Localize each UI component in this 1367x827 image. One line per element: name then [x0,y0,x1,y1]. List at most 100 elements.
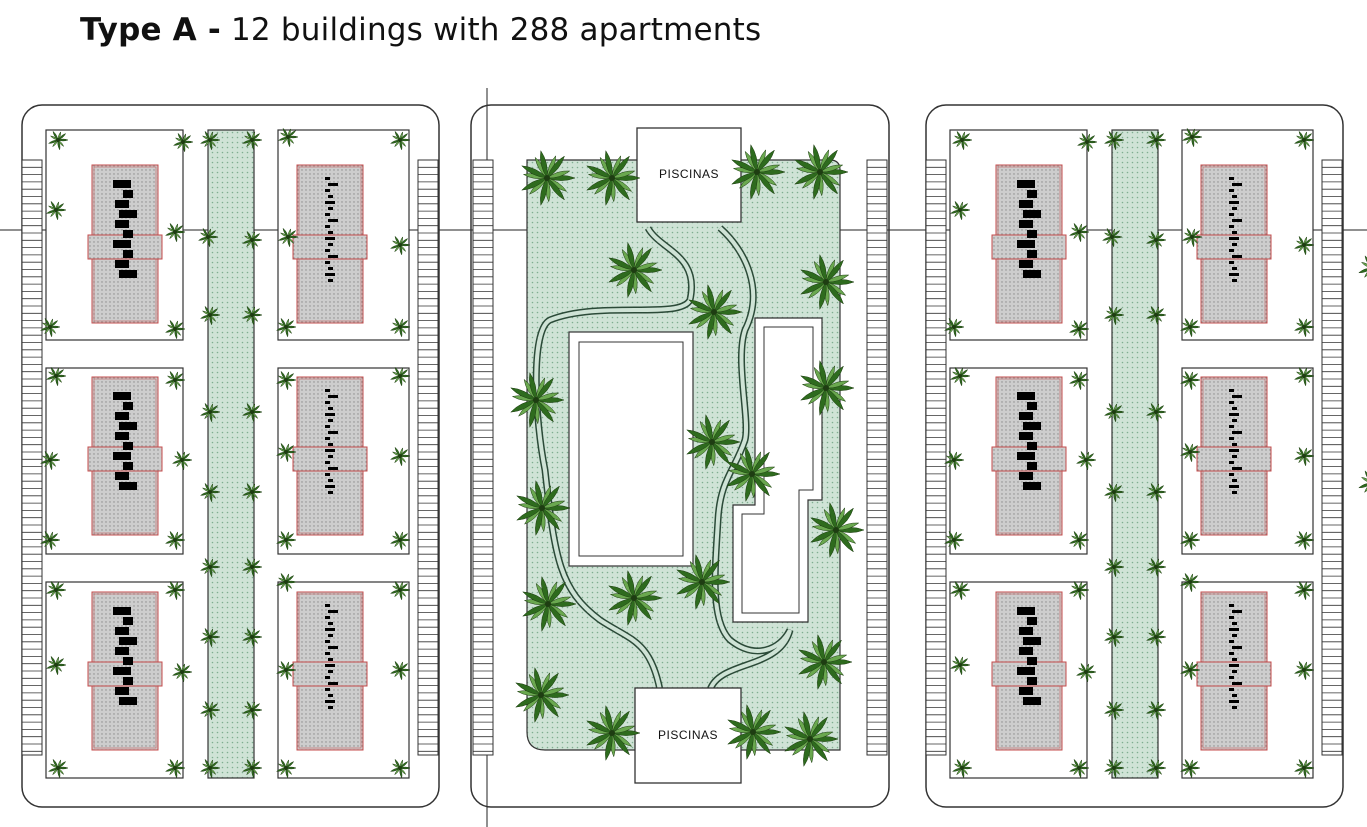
palm-tree-icon [241,482,263,503]
palm-tree-icon [608,242,663,298]
palm-tree-icon [389,530,411,551]
palm-tree-icon [1145,230,1167,251]
parking-strip [472,159,494,756]
palm-tree-icon [1103,627,1125,648]
palm-tree-icon [1293,235,1315,256]
palm-tree-icon [1103,305,1125,326]
palm-tree-icon [389,317,411,338]
palm-tree-icon [1145,482,1167,503]
palm-tree-icon [1068,319,1090,340]
palm-tree-icon [608,570,663,626]
palm-tree-icon [522,576,577,632]
palm-tree-icon [389,130,411,151]
apartment-building [292,591,368,751]
palm-tree-icon [586,150,641,206]
palm-tree-icon [1179,317,1201,338]
palm-tree-icon [164,580,186,601]
palm-tree-icon [1181,227,1203,248]
palm-tree-icon [172,132,194,153]
palm-tree-icon [1103,402,1125,423]
palm-tree-icon [943,317,965,338]
palm-tree-icon [164,370,186,391]
palm-tree-icon [784,711,839,767]
palm-tree-icon [164,758,186,779]
palm-tree-icon [199,700,221,721]
palm-tree-icon [951,130,973,151]
palm-tree-icon [1293,317,1315,338]
palm-tree-icon [1068,530,1090,551]
palm-tree-icon [199,758,221,779]
palm-tree-icon [1181,127,1203,148]
winding-path-right-inner [708,226,792,691]
palm-tree-icon [199,305,221,326]
palm-tree-icon [389,580,411,601]
pool-building-bottom [634,687,742,784]
palm-tree-icon [1145,700,1167,721]
palm-tree-icon [199,482,221,503]
palm-tree-icon [798,634,853,690]
palm-tree-icon [510,372,565,428]
palm-tree-icon [39,450,61,471]
palm-tree-icon [39,317,61,338]
palm-tree-icon [1076,132,1098,153]
palm-tree-icon [241,758,263,779]
palm-tree-icon [1145,557,1167,578]
palm-tree-icon [277,127,299,148]
palm-tree-icon [45,200,67,221]
apartment-building [1196,164,1272,324]
pool-label-bottom: PISCINAS [658,728,718,742]
palm-tree-icon [241,627,263,648]
palm-tree-icon [199,130,221,151]
palm-tree-icon [727,704,782,760]
palm-tree-icon [951,758,973,779]
palm-tree-icon [164,319,186,340]
block-outline [470,104,890,808]
palm-tree-icon [943,450,965,471]
palm-tree-icon [1068,222,1090,243]
palm-tree-icon [389,446,411,467]
palm-tree-icon [516,480,571,536]
palm-tree-icon [688,284,743,340]
palm-tree-icon [199,627,221,648]
apartment-building [292,164,368,324]
palm-tree-icon [241,700,263,721]
center-garden-block: PISCINAS PISCINAS [470,104,890,808]
palm-tree-icon [1179,758,1201,779]
palm-tree-icon [275,660,297,681]
palm-tree-icon [241,305,263,326]
palm-tree-icon [45,580,67,601]
left-block [21,104,440,808]
title-description: 12 buildings with 288 apartments [231,12,762,48]
palm-tree-icon [1103,557,1125,578]
palm-tree-icon [515,667,570,723]
palm-tree-icon [1293,130,1315,151]
parking-strip [21,159,43,756]
palm-tree-icon [676,554,731,610]
lawn-rect-inner [578,341,684,557]
palm-tree-icon [241,130,263,151]
palm-tree-icon [389,366,411,387]
palm-tree-icon [241,557,263,578]
parking-strip [866,159,888,756]
title-type: Type A - [80,12,221,48]
palm-tree-icon [199,557,221,578]
palm-tree-icon [943,530,965,551]
palm-tree-icon [794,144,849,200]
palm-tree-icon [1145,402,1167,423]
palm-tree-icon [275,442,297,463]
apartment-building [87,164,163,324]
palm-tree-icon [686,414,741,470]
palm-tree-icon [1179,442,1201,463]
palm-tree-icon [164,530,186,551]
right-block [925,104,1344,808]
pool-label-top: PISCINAS [659,167,719,181]
palm-tree-icon [199,402,221,423]
palm-tree-icon [1358,255,1367,278]
palm-tree-icon [389,660,411,681]
palm-tree-icon [586,705,641,761]
palm-tree-icon [1101,227,1123,248]
palm-tree-icon [1068,758,1090,779]
palm-tree-icon [1068,370,1090,391]
palm-tree-icon [1103,700,1125,721]
palm-tree-icon [1179,530,1201,551]
